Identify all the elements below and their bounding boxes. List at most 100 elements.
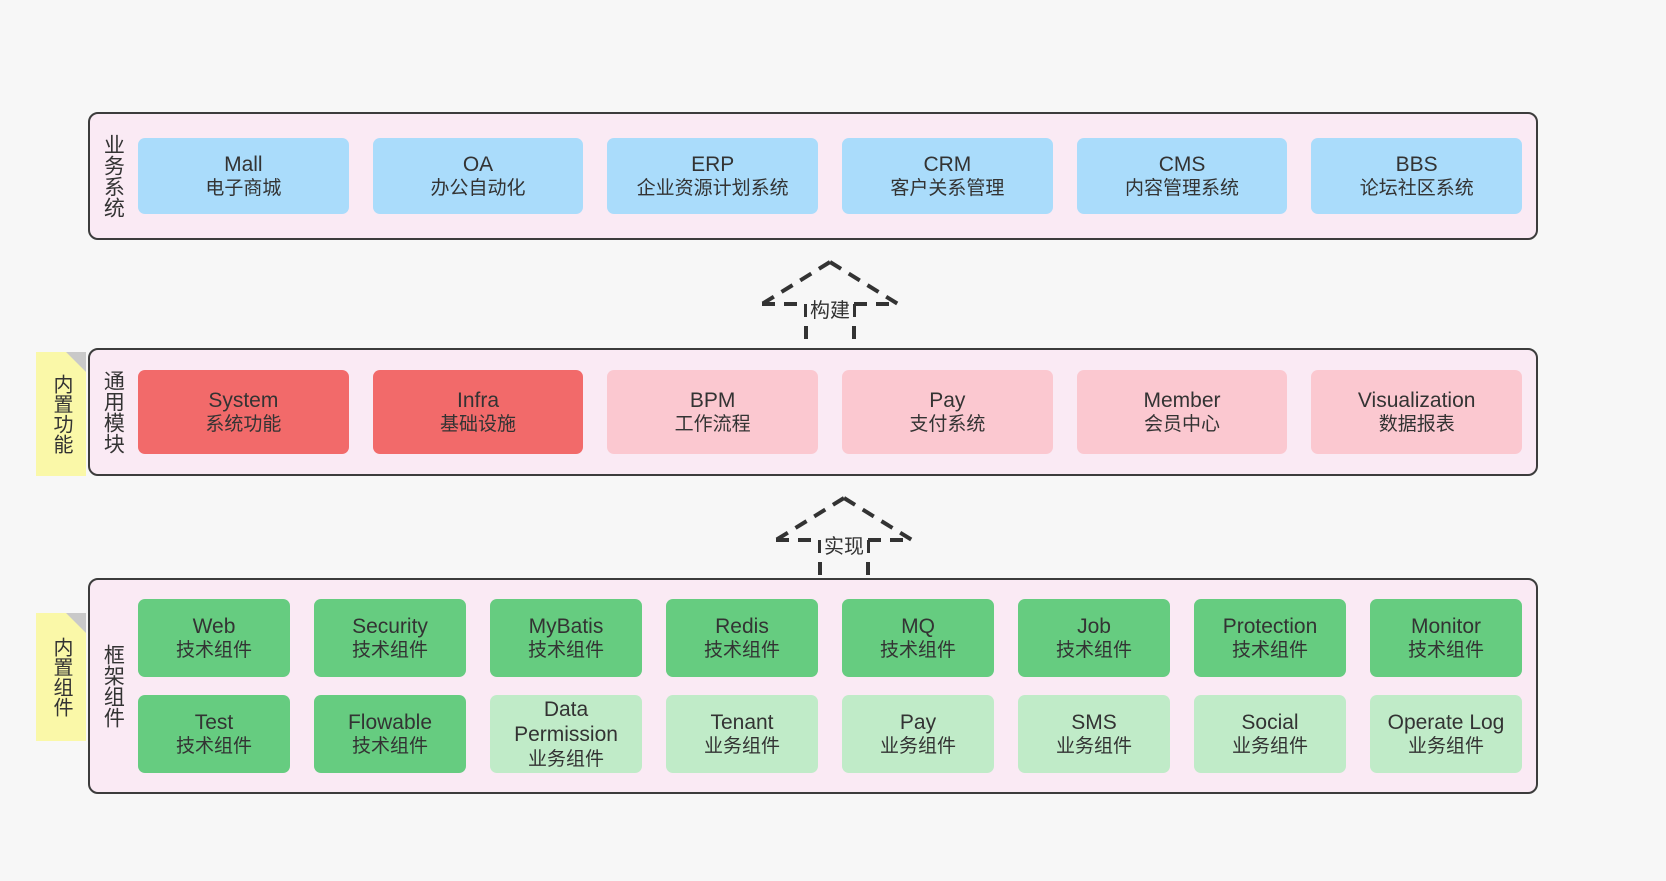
node-bpm[interactable]: BPM 工作流程 (607, 370, 819, 454)
node-subtitle: 企业资源计划系统 (636, 178, 789, 200)
layer-body-business-systems: Mall 电子商城 OA 办公自动化 ERP 企业资源计划系统 CRM 客户关系… (134, 114, 1536, 238)
node-title: SMS (1071, 710, 1117, 734)
note-fold-corner (66, 352, 86, 372)
connector-implement: 实现 (770, 494, 918, 580)
node-subtitle: 技术组件 (1407, 640, 1484, 662)
node-operate-log[interactable]: Operate Log 业务组件 (1370, 695, 1522, 773)
node-title: Operate Log (1387, 710, 1505, 734)
node-title: Tenant (710, 710, 774, 734)
node-member[interactable]: Member 会员中心 (1076, 370, 1288, 454)
node-row: Test 技术组件 Flowable 技术组件 Data Permission … (138, 695, 1522, 773)
node-mall[interactable]: Mall 电子商城 (138, 138, 349, 214)
node-cms[interactable]: CMS 内容管理系统 (1076, 138, 1288, 214)
node-title: Mall (224, 152, 263, 176)
node-row: Mall 电子商城 OA 办公自动化 ERP 企业资源计划系统 CRM 客户关系… (138, 138, 1523, 214)
node-redis[interactable]: Redis 技术组件 (666, 599, 818, 677)
node-subtitle: 技术组件 (175, 640, 252, 662)
node-subtitle: 内容管理系统 (1125, 178, 1240, 200)
node-title: Monitor (1410, 614, 1482, 638)
node-subtitle: 工作流程 (674, 414, 751, 436)
node-title: OA (462, 152, 494, 176)
node-title: MyBatis (528, 614, 604, 638)
node-row: Web 技术组件 Security 技术组件 MyBatis 技术组件 Redi… (138, 599, 1522, 677)
note-text: 内置功能 (50, 374, 72, 454)
node-title: Pay (899, 710, 937, 734)
note-text: 内置组件 (50, 637, 72, 717)
node-title: Member (1143, 388, 1221, 412)
node-test[interactable]: Test 技术组件 (138, 695, 290, 773)
note-builtin-features: 内置功能 (36, 352, 86, 476)
node-subtitle: 电子商城 (205, 178, 282, 200)
node-title: ERP (691, 152, 735, 176)
node-title: Test (194, 710, 234, 734)
node-security[interactable]: Security 技术组件 (314, 599, 466, 677)
node-system[interactable]: System 系统功能 (138, 370, 349, 454)
node-title: CMS (1158, 152, 1206, 176)
node-oa[interactable]: OA 办公自动化 (372, 138, 584, 214)
node-flowable[interactable]: Flowable 技术组件 (314, 695, 466, 773)
node-subtitle: 业务组件 (703, 736, 780, 758)
node-subtitle: 技术组件 (351, 736, 428, 758)
node-mq[interactable]: MQ 技术组件 (842, 599, 994, 677)
node-title: Data Permission (514, 697, 618, 747)
node-row: System 系统功能 Infra 基础设施 BPM 工作流程 Pay 支付系统… (138, 370, 1523, 454)
node-title: Pay (929, 388, 966, 412)
layer-body-framework-components: Web 技术组件 Security 技术组件 MyBatis 技术组件 Redi… (134, 580, 1536, 792)
node-crm[interactable]: CRM 客户关系管理 (842, 138, 1053, 214)
node-title: BPM (689, 388, 736, 412)
node-subtitle: 系统功能 (205, 414, 282, 436)
node-tenant[interactable]: Tenant 业务组件 (666, 695, 818, 773)
node-title: Infra (456, 388, 500, 412)
connector-implement-label: 实现 (821, 530, 867, 559)
node-pay-module[interactable]: Pay 支付系统 (842, 370, 1053, 454)
connector-build-label: 构建 (807, 294, 853, 323)
node-title: System (208, 388, 279, 412)
node-pay-component[interactable]: Pay 业务组件 (842, 695, 994, 773)
node-infra[interactable]: Infra 基础设施 (372, 370, 584, 454)
layer-common-modules: 通用模块 System 系统功能 Infra 基础设施 BPM 工作流程 Pay… (88, 348, 1538, 476)
node-title: MQ (901, 614, 935, 638)
note-fold-corner (66, 613, 86, 633)
node-title: Flowable (347, 710, 433, 734)
node-subtitle: 技术组件 (527, 640, 604, 662)
node-subtitle: 业务组件 (1055, 736, 1132, 758)
node-subtitle: 会员中心 (1144, 414, 1221, 436)
node-subtitle: 技术组件 (879, 640, 956, 662)
layer-label-common-modules: 通用模块 (101, 370, 125, 454)
node-web[interactable]: Web 技术组件 (138, 599, 290, 677)
layer-label-framework-components: 框架组件 (101, 644, 125, 728)
node-title: Redis (715, 614, 769, 638)
node-data-permission[interactable]: Data Permission 业务组件 (490, 695, 642, 773)
node-visualization[interactable]: Visualization 数据报表 (1311, 370, 1523, 454)
layer-business-systems: 业务系统 Mall 电子商城 OA 办公自动化 ERP 企业资源计划系统 CRM… (88, 112, 1538, 240)
node-title: Social (1241, 710, 1299, 734)
node-monitor[interactable]: Monitor 技术组件 (1370, 599, 1522, 677)
node-title: CRM (923, 152, 972, 176)
node-job[interactable]: Job 技术组件 (1018, 599, 1170, 677)
connector-build: 构建 (756, 258, 904, 344)
layer-label-business-systems: 业务系统 (101, 134, 125, 218)
node-title: Visualization (1357, 388, 1476, 412)
node-bbs[interactable]: BBS 论坛社区系统 (1311, 138, 1523, 214)
node-title: Job (1077, 614, 1111, 638)
node-subtitle: 办公自动化 (430, 178, 526, 200)
node-title: BBS (1395, 152, 1438, 176)
node-protection[interactable]: Protection 技术组件 (1194, 599, 1346, 677)
node-subtitle: 技术组件 (175, 736, 252, 758)
node-subtitle: 技术组件 (1231, 640, 1308, 662)
node-title: Protection (1222, 614, 1318, 638)
node-social[interactable]: Social 业务组件 (1194, 695, 1346, 773)
node-title: Security (352, 614, 428, 638)
node-mybatis[interactable]: MyBatis 技术组件 (490, 599, 642, 677)
node-subtitle: 业务组件 (527, 749, 604, 771)
node-subtitle: 业务组件 (1231, 736, 1308, 758)
layer-framework-components: 框架组件 Web 技术组件 Security 技术组件 MyBatis 技术组件… (88, 578, 1538, 794)
node-subtitle: 技术组件 (703, 640, 780, 662)
node-subtitle: 业务组件 (1407, 736, 1484, 758)
note-builtin-components: 内置组件 (36, 613, 86, 741)
node-subtitle: 数据报表 (1378, 414, 1455, 436)
node-subtitle: 业务组件 (879, 736, 956, 758)
node-erp[interactable]: ERP 企业资源计划系统 (607, 138, 819, 214)
node-sms[interactable]: SMS 业务组件 (1018, 695, 1170, 773)
